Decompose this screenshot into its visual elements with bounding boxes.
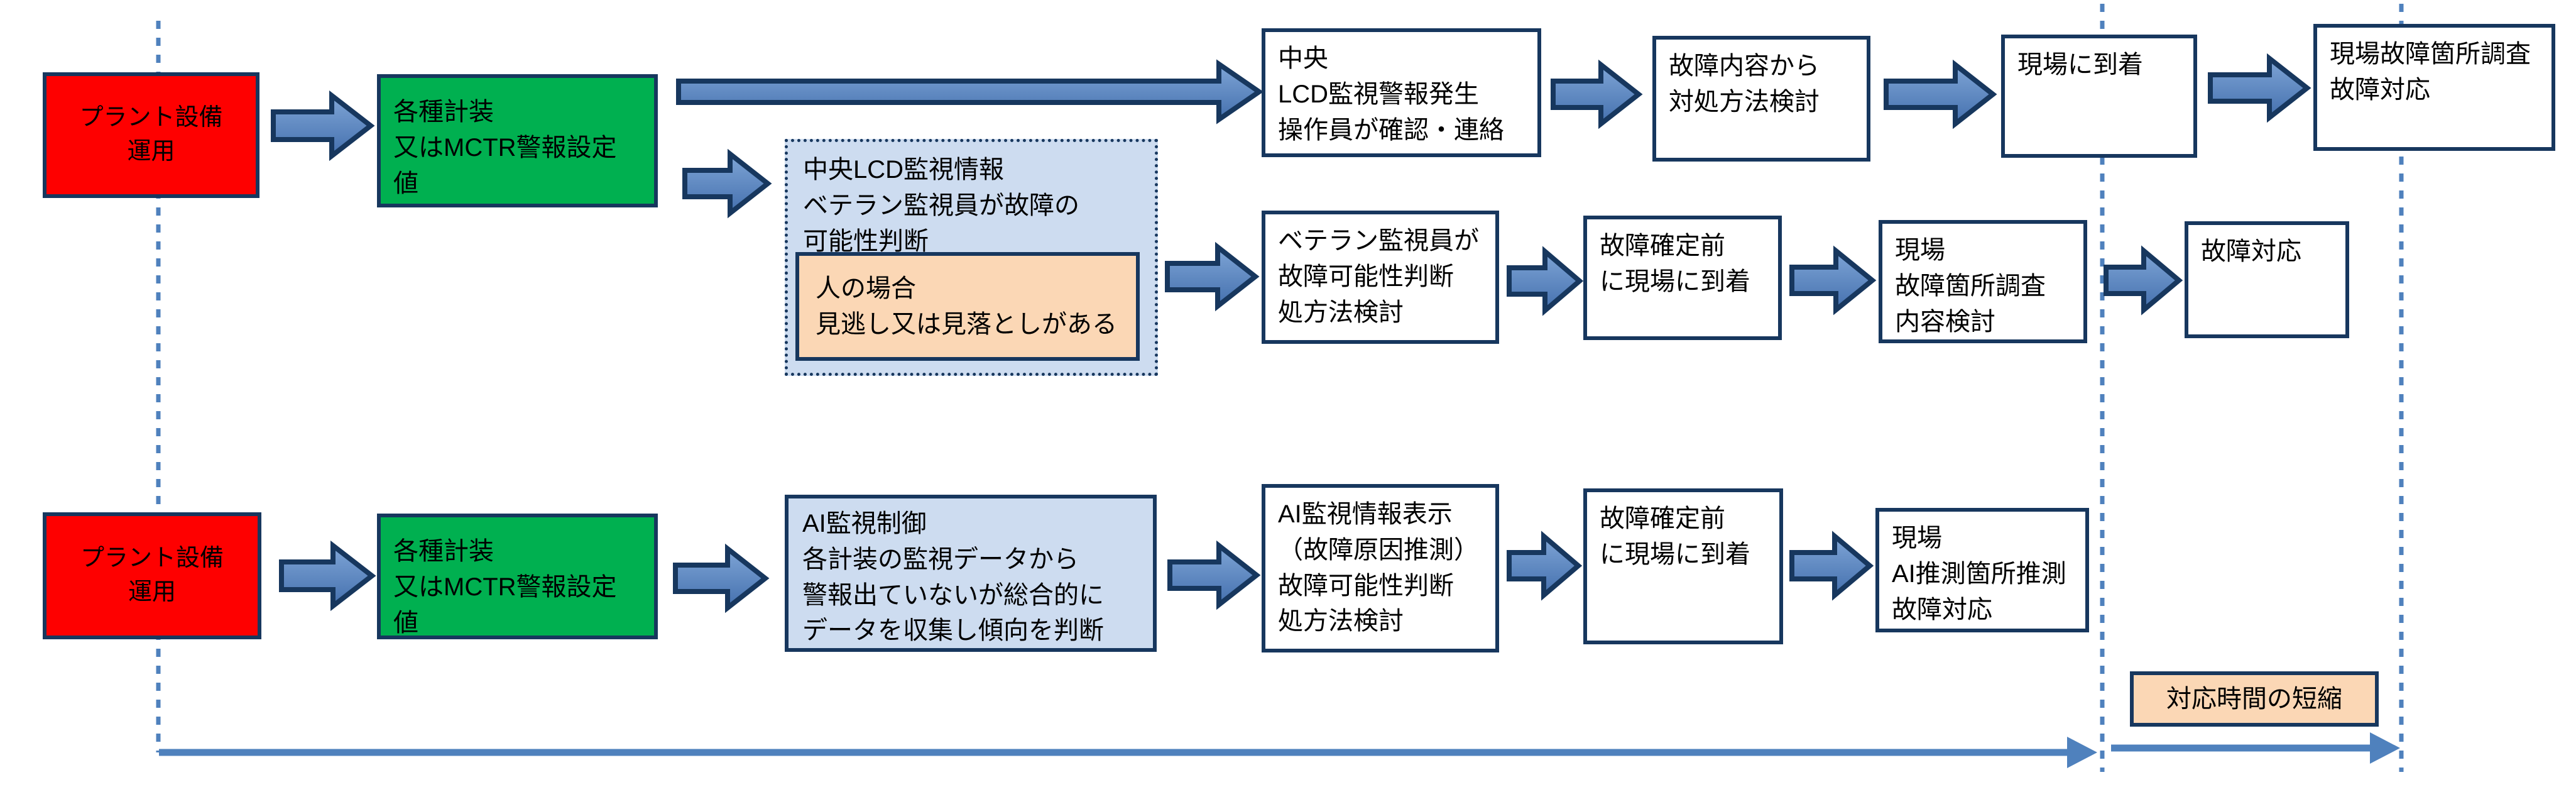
right-arrow-icon — [279, 540, 376, 612]
right-arrow-icon — [682, 148, 772, 219]
right-arrow-icon — [2208, 53, 2311, 123]
right-arrow-icon — [1507, 246, 1584, 316]
veteran-judgement-box: ベテラン監視員が 故障可能性判断 処方法検討 — [1262, 211, 1499, 344]
central-lcd-alarm-box: 中央 LCD監視警報発生 操作員が確認・連絡 — [1262, 28, 1541, 157]
pre-confirm-arrival-box: 故障確定前 に現場に到着 — [1583, 216, 1782, 340]
site-investigation-review-box: 現場 故障箇所調査 内容検討 — [1879, 220, 2087, 343]
plant-operation-box: プラント設備 運用 — [43, 72, 259, 198]
right-arrow-icon — [2104, 245, 2183, 316]
plant-operation-box-ai: プラント設備 運用 — [43, 512, 261, 639]
right-arrow-icon — [1167, 540, 1261, 610]
failure-response-box: 故障対応 — [2185, 221, 2349, 338]
site-ai-estimation-box: 現場 AI推測箇所推測 故障対応 — [1875, 508, 2089, 632]
site-failure-investigation-box: 現場故障箇所調査 故障対応 — [2313, 24, 2555, 151]
right-arrow-icon — [271, 90, 375, 162]
right-arrow-icon — [1789, 245, 1877, 316]
ai-monitoring-box: AI監視制御 各計装の監視データから 警報出ていないが総合的に データを収集し傾… — [785, 495, 1157, 652]
pre-confirm-arrival-box-ai: 故障確定前 に現場に到着 — [1583, 488, 1783, 644]
instrumentation-box: 各種計装 又はMCTR警報設定値 — [377, 74, 658, 207]
timeline-arrowhead-icon — [2067, 737, 2097, 768]
time-reduction-badge: 対応時間の短縮 — [2130, 671, 2379, 727]
right-arrow-icon — [1165, 241, 1260, 312]
right-arrow-icon — [673, 543, 770, 614]
human-oversight-note-box: 人の場合 見逃し又は見落としがある — [795, 252, 1140, 361]
arrive-on-site-box: 現場に到着 — [2001, 35, 2197, 158]
ai-info-display-box: AI監視情報表示 （故障原因推測） 故障可能性判断 処方法検討 — [1262, 484, 1499, 652]
instrumentation-box-ai: 各種計装 又はMCTR警報設定値 — [377, 514, 658, 639]
right-arrow-long-icon — [676, 59, 1264, 124]
right-arrow-icon — [1551, 59, 1643, 129]
right-arrow-icon — [1884, 59, 1997, 129]
right-arrow-icon — [1507, 531, 1583, 601]
countermeasure-study-box: 故障内容から 対処方法検討 — [1652, 36, 1870, 162]
right-arrow-icon — [1789, 531, 1874, 601]
timeline-arrowhead-icon — [2370, 732, 2400, 764]
